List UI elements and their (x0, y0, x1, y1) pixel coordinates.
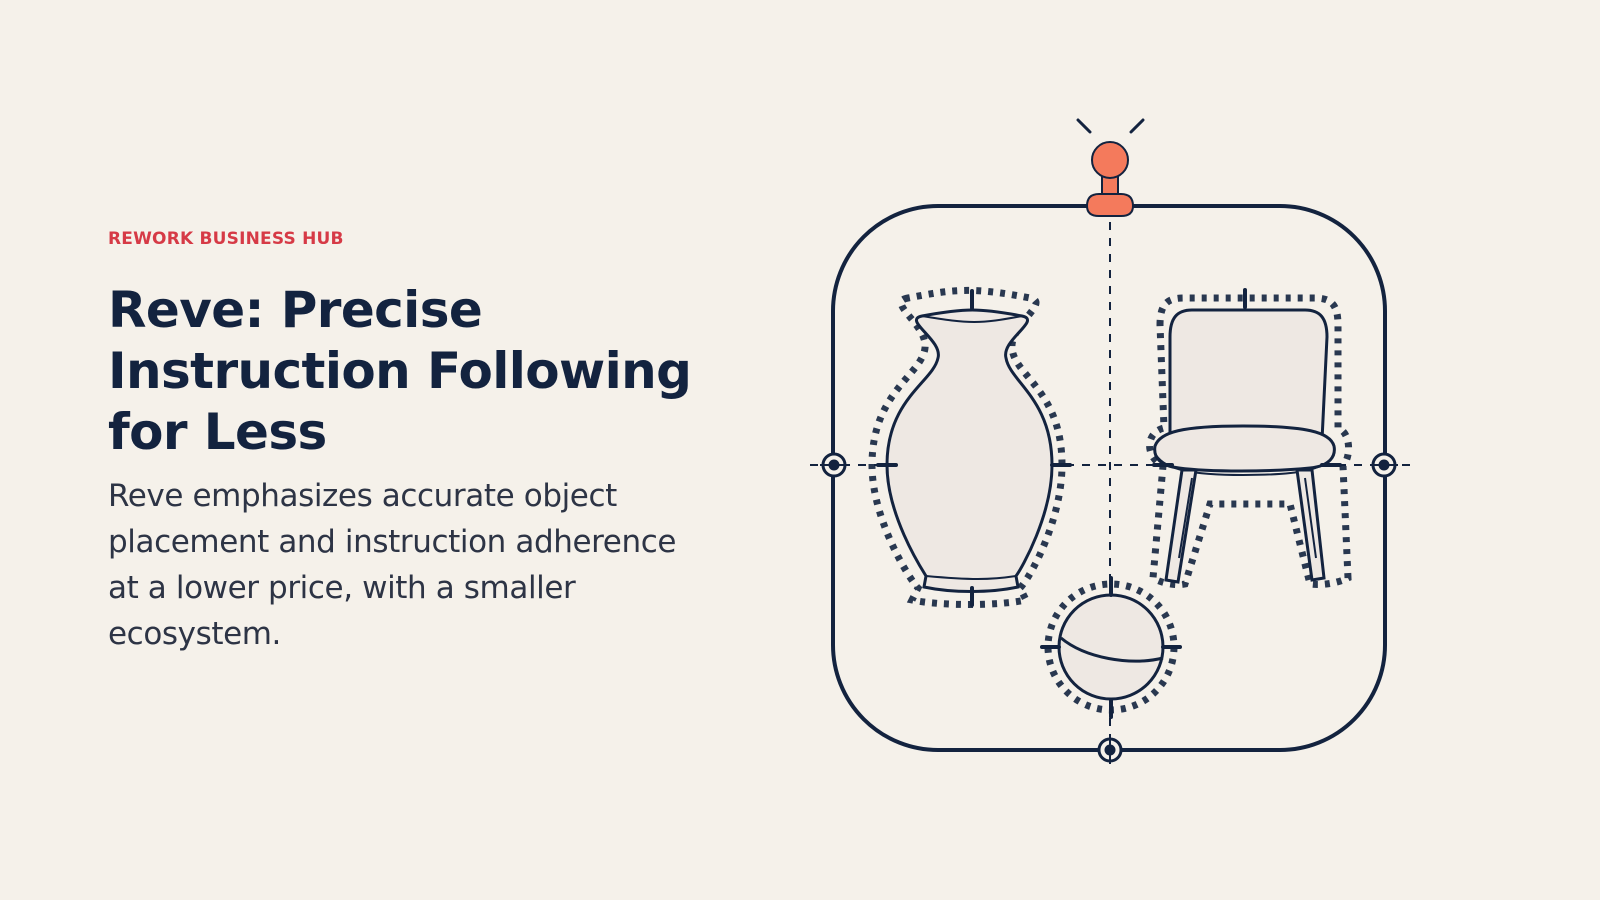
crosshair-icon (1097, 736, 1123, 764)
slide-title: Reve: Precise Instruction Following for … (108, 281, 692, 461)
ball-icon (1040, 576, 1182, 719)
object-placement-illustration (800, 110, 1460, 790)
text-block: REWORK BUSINESS HUB Reve: Precise Instru… (108, 226, 728, 657)
vase-icon (868, 286, 1072, 608)
pin-icon (1076, 118, 1145, 217)
chair-icon (1146, 288, 1353, 589)
crosshair-icon (820, 452, 848, 478)
slide-subtitle: Reve emphasizes accurate object placemen… (108, 478, 677, 652)
crosshair-icon (1370, 452, 1398, 478)
eyebrow-label: REWORK BUSINESS HUB (108, 229, 344, 249)
